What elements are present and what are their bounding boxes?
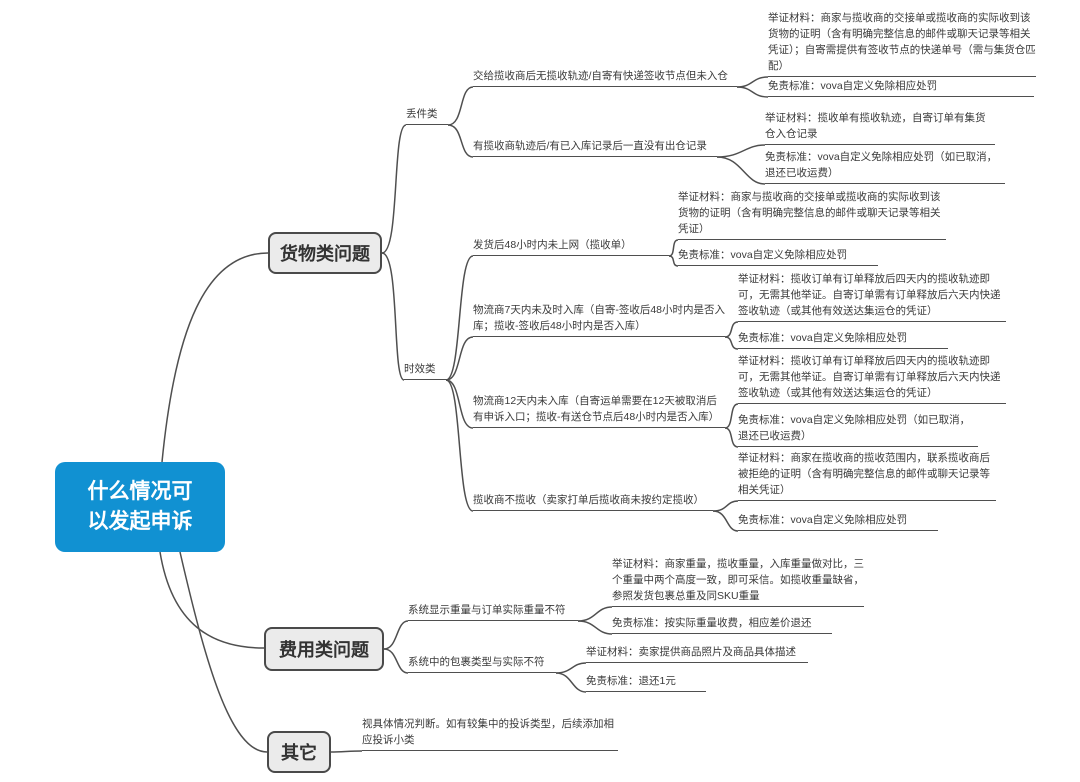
- leaf-evidence[interactable]: 举证材料：商家重量，揽收重量，入库重量做对比，三个重量中两个高度一致，即可采信。…: [612, 556, 864, 607]
- item-weight-mismatch[interactable]: 系统显示重量与订单实际重量不符: [408, 602, 578, 621]
- leaf-evidence[interactable]: 举证材料：揽收订单有订单释放后四天内的揽收轨迹即可，无需其他举证。自寄订单需有订…: [738, 353, 1006, 404]
- connectors: [159, 76, 769, 753]
- leaf-evidence[interactable]: 举证材料：商家在揽收商的揽收范围内，联系揽收商后被拒绝的证明（含有明确完整信息的…: [738, 450, 996, 501]
- leaf-exemption[interactable]: 免责标准：vova自定义免除相应处罚: [678, 247, 878, 266]
- item-no-outbound-record[interactable]: 有揽收商轨迹后/有已入库记录后一直没有出仓记录: [473, 138, 717, 157]
- category-others[interactable]: 其它: [267, 731, 331, 773]
- leaf-evidence[interactable]: 举证材料：商家与揽收商的交接单或揽收商的实际收到该货物的证明（含有明确完整信息的…: [678, 189, 946, 240]
- leaf-evidence[interactable]: 举证材料：商家与揽收商的交接单或揽收商的实际收到该货物的证明（含有明确完整信息的…: [768, 10, 1036, 77]
- leaf-evidence[interactable]: 举证材料：揽收单有揽收轨迹，自寄订单有集货仓入仓记录: [765, 110, 995, 145]
- leaf-exemption[interactable]: 免责标准：vova自定义免除相应处罚: [738, 330, 948, 349]
- item-carrier-no-pickup[interactable]: 揽收商不揽收（卖家打单后揽收商未按约定揽收）: [473, 492, 713, 511]
- category-goods-issues[interactable]: 货物类问题: [268, 232, 382, 274]
- leaf-others-note[interactable]: 视具体情况判断。如有较集中的投诉类型，后续添加相应投诉小类: [362, 716, 618, 751]
- item-parcel-type-mismatch[interactable]: 系统中的包裹类型与实际不符: [408, 654, 556, 673]
- leaf-exemption[interactable]: 免责标准：按实际重量收费，相应差价退还: [612, 615, 832, 634]
- item-not-online-48h[interactable]: 发货后48小时内未上网（揽收单）: [473, 237, 669, 256]
- root-topic-label: 什么情况可以发起申诉: [87, 479, 193, 533]
- item-logistics-12d-not-inbound[interactable]: 物流商12天内未入库（自寄运单需要在12天被取消后有申诉入口；揽收-有送仓节点后…: [473, 393, 725, 428]
- item-no-pickup-track[interactable]: 交给揽收商后无揽收轨迹/自寄有快递签收节点但未入仓: [473, 68, 737, 87]
- leaf-evidence[interactable]: 举证材料：揽收订单有订单释放后四天内的揽收轨迹即可，无需其他举证。自寄订单需有订…: [738, 271, 1006, 322]
- category-fee-issues[interactable]: 费用类问题: [264, 627, 384, 671]
- subcategory-timeliness[interactable]: 时效类: [404, 361, 446, 380]
- category-fee-issues-label: 费用类问题: [279, 640, 369, 660]
- subcategory-lost-parcel[interactable]: 丢件类: [406, 106, 448, 125]
- root-topic[interactable]: 什么情况可以发起申诉: [55, 462, 225, 552]
- category-others-label: 其它: [281, 743, 317, 763]
- leaf-exemption[interactable]: 免责标准：vova自定义免除相应处罚: [738, 512, 938, 531]
- leaf-exemption[interactable]: 免责标准：退还1元: [586, 673, 706, 692]
- leaf-evidence[interactable]: 举证材料：卖家提供商品照片及商品具体描述: [586, 644, 808, 663]
- leaf-exemption[interactable]: 免责标准：vova自定义免除相应处罚（如已取消，退还已收运费）: [765, 149, 1005, 184]
- item-logistics-7d-not-inbound[interactable]: 物流商7天内未及时入库（自寄-签收后48小时内是否入库；揽收-签收后48小时内是…: [473, 302, 725, 337]
- category-goods-issues-label: 货物类问题: [280, 244, 370, 264]
- leaf-exemption[interactable]: 免责标准：vova自定义免除相应处罚（如已取消，退还已收运费）: [738, 412, 978, 447]
- leaf-exemption[interactable]: 免责标准：vova自定义免除相应处罚: [768, 78, 1034, 97]
